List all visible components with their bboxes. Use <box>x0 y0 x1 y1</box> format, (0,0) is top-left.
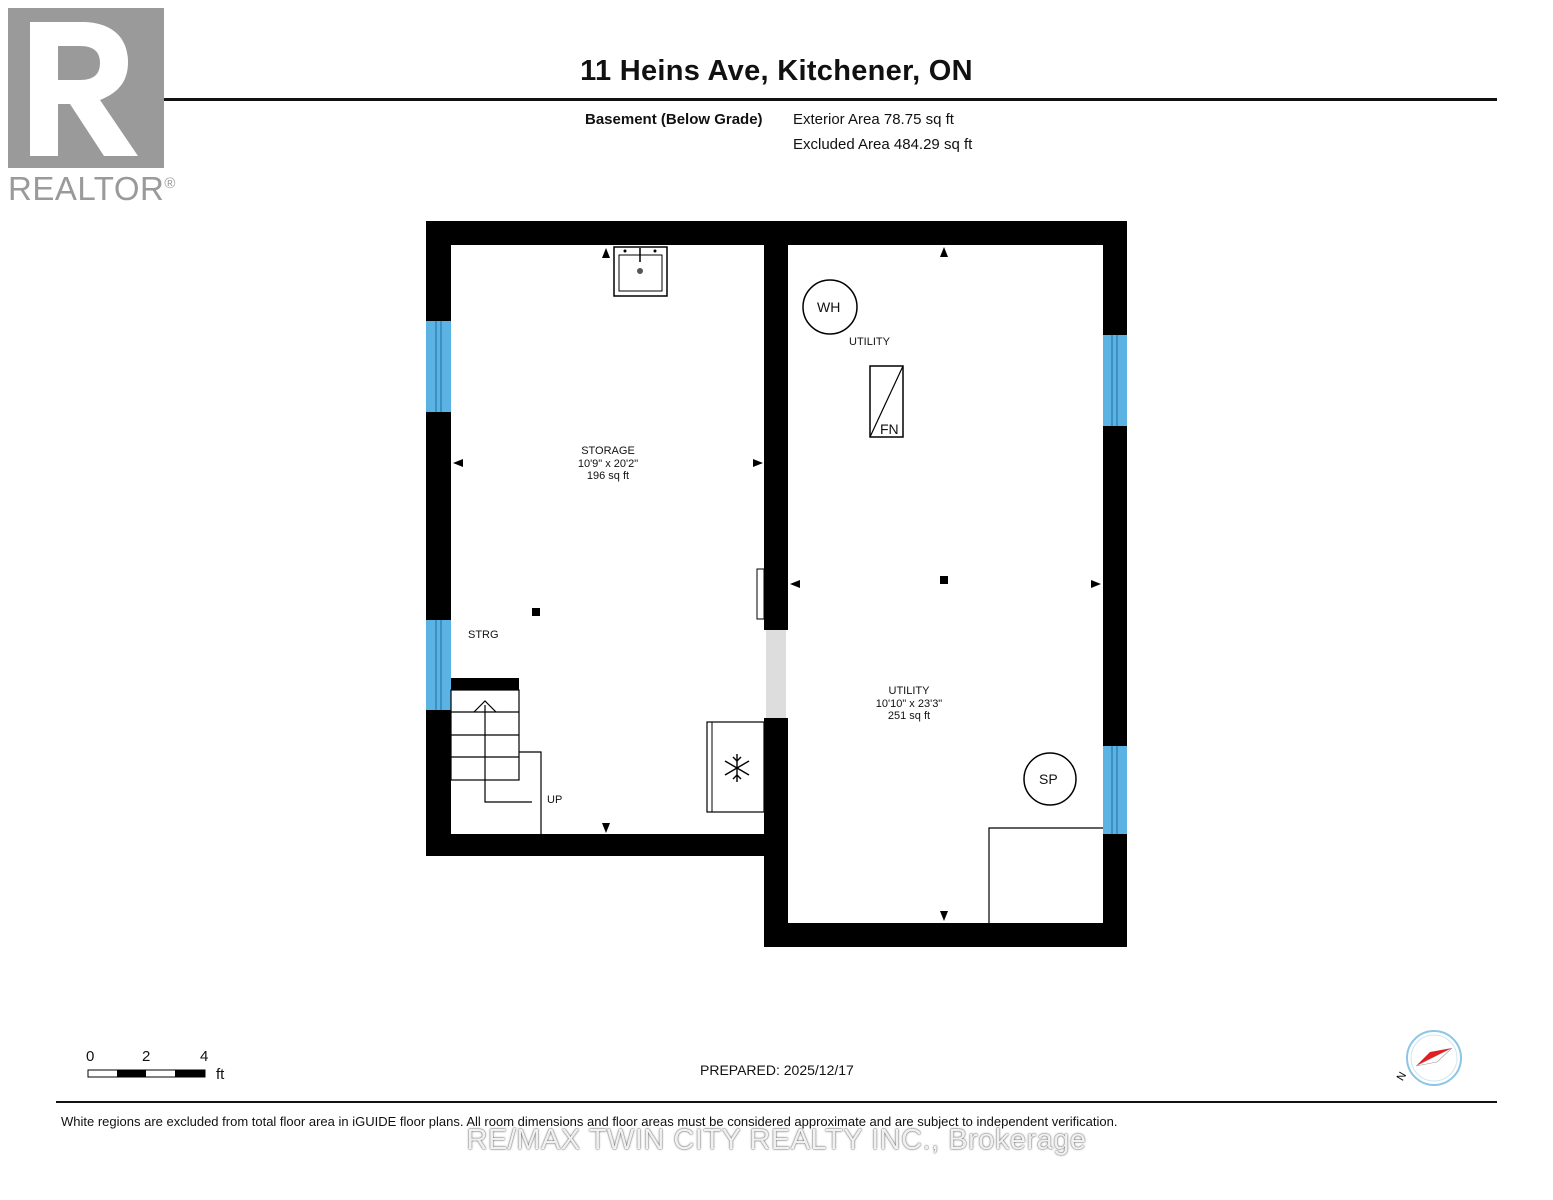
scale-tick-0: 0 <box>86 1048 95 1065</box>
window-left-lower <box>426 620 451 710</box>
room-name: UTILITY <box>888 685 930 697</box>
label-furnace: FN <box>880 421 899 437</box>
wall-right <box>1103 221 1127 947</box>
compass-icon: N <box>1395 1030 1462 1086</box>
scale-tick-2: 2 <box>142 1048 151 1065</box>
window-right-lower <box>1103 746 1127 834</box>
page-title: 11 Heins Ave, Kitchener, ON <box>580 55 973 87</box>
room-label-storage: STORAGE 10'9" x 20'2" 196 sq ft <box>558 445 658 483</box>
exterior-area: Exterior Area 78.75 sq ft <box>793 111 954 128</box>
realtor-wordmark: REALTOR® <box>8 170 176 208</box>
wall-panel <box>756 568 765 620</box>
realtor-wordmark-text: REALTOR <box>8 170 165 207</box>
sink-icon <box>613 246 668 297</box>
scale-unit: ft <box>216 1066 225 1083</box>
scale-tick-4: 4 <box>200 1048 209 1065</box>
header-rule <box>56 98 1497 101</box>
prepared-date: PREPARED: 2025/12/17 <box>700 1062 854 1078</box>
realtor-r-icon <box>8 8 164 168</box>
window-left-upper <box>426 321 451 412</box>
water-heater-icon <box>802 279 858 335</box>
window-right-upper <box>1103 335 1127 426</box>
wall-bottom-right <box>764 923 1127 947</box>
stairs-icon <box>450 678 542 834</box>
room-label-utility: UTILITY 10'10" x 23'3" 251 sq ft <box>859 685 959 723</box>
dimension-arrows-utility <box>790 247 1101 921</box>
footer-rule <box>56 1101 1497 1103</box>
dimension-arrows-storage <box>453 248 763 833</box>
realtor-registered: ® <box>164 175 176 192</box>
doorway <box>766 630 786 718</box>
furnace-icon <box>869 365 904 438</box>
label-strg: STRG <box>468 629 499 641</box>
room-area: 251 sq ft <box>887 710 931 722</box>
label-utility-small: UTILITY <box>849 336 890 348</box>
brokerage-watermark: RE/MAX TWIN CITY REALTY INC., Brokerage <box>466 1124 1087 1156</box>
cabinet-outline <box>988 827 1103 923</box>
svg-text:N: N <box>1395 1070 1409 1083</box>
label-water-heater: WH <box>817 299 841 315</box>
wall-left <box>426 221 451 856</box>
wall-interior-upper <box>764 221 788 630</box>
wall-bottom-left <box>426 834 788 856</box>
sump-pump-icon <box>1023 752 1077 806</box>
post-utility <box>940 576 948 584</box>
excluded-area: Excluded Area 484.29 sq ft <box>793 136 973 153</box>
snowflake-icon <box>724 754 750 782</box>
scale-bar-icon <box>87 1069 206 1078</box>
label-up: UP <box>547 794 563 806</box>
room-dims: 10'10" x 23'3" <box>875 697 943 710</box>
realtor-logo: REALTOR® <box>0 0 190 210</box>
room-area: 196 sq ft <box>586 470 630 482</box>
level-name: Basement (Below Grade) <box>585 111 763 128</box>
disclaimer: White regions are excluded from total fl… <box>61 1114 1118 1129</box>
room-name: STORAGE <box>581 445 635 457</box>
room-dims: 10'9" x 20'2" <box>577 457 639 470</box>
label-sump-pump: SP <box>1039 771 1058 787</box>
post-storage <box>532 608 540 616</box>
wall-interior-lower <box>764 718 788 947</box>
